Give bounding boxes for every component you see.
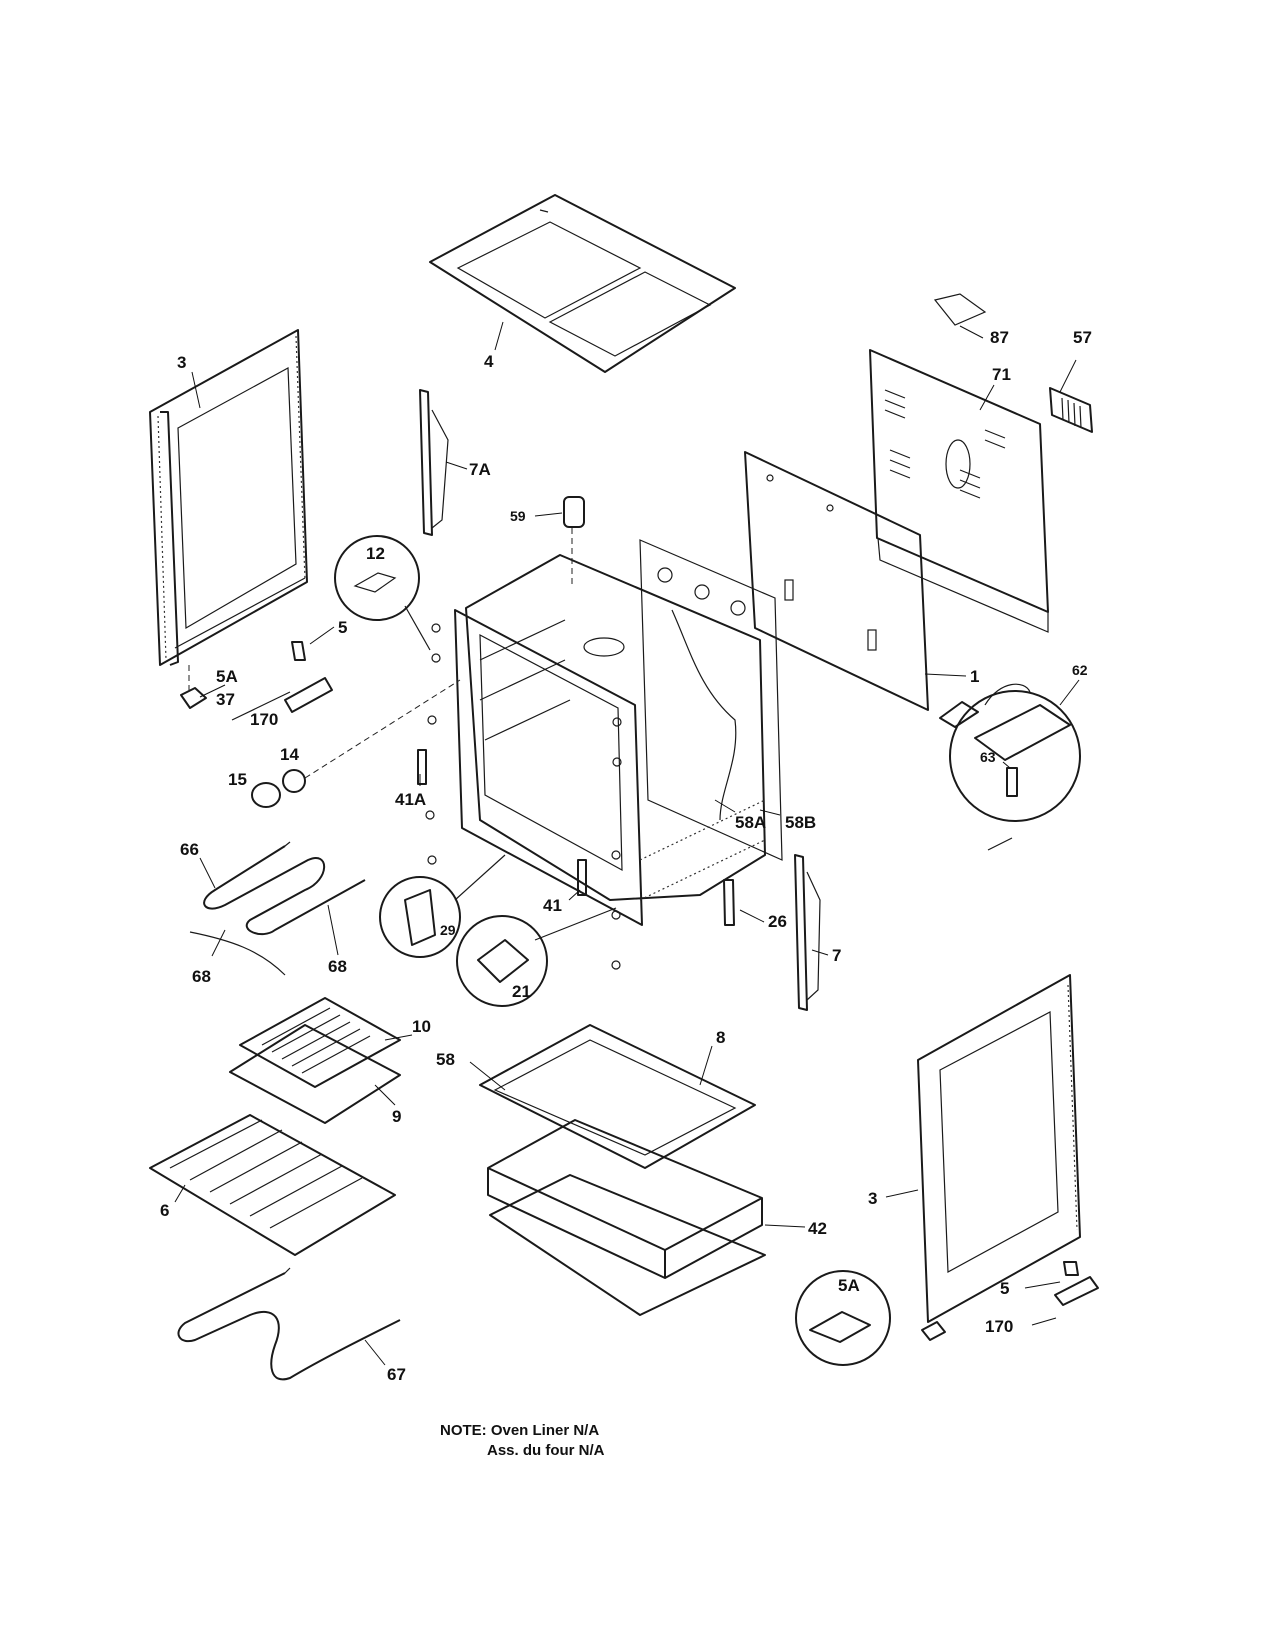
range-body xyxy=(454,539,783,926)
callout-57: 57 xyxy=(1073,328,1092,347)
broiler-pan-parts xyxy=(229,997,401,1124)
top-panel-part-4 xyxy=(429,194,736,373)
inset-part-12 xyxy=(334,535,431,651)
small-parts-left xyxy=(231,677,461,808)
inset-part-21 xyxy=(456,907,617,1007)
back-panel-part-1 xyxy=(744,451,929,711)
part-59 xyxy=(563,496,585,585)
callout-5-left: 5 xyxy=(338,618,347,637)
callout-170-left: 170 xyxy=(250,710,278,729)
callout-12: 12 xyxy=(366,544,385,563)
callout-41: 41 xyxy=(543,896,562,915)
callout-21: 21 xyxy=(512,982,531,1001)
hinge-parts-right xyxy=(795,1261,1099,1366)
callout-58: 58 xyxy=(436,1050,455,1069)
hinge-parts-left xyxy=(180,641,306,709)
part-41a xyxy=(417,749,427,785)
callout-29: 29 xyxy=(440,922,456,938)
callout-63: 63 xyxy=(980,749,996,765)
note-text: NOTE: Oven Liner N/A Ass. du four N/A xyxy=(440,1421,605,1461)
callout-67: 67 xyxy=(387,1365,406,1384)
part-26 xyxy=(723,879,735,926)
part-41 xyxy=(577,859,587,896)
callout-4: 4 xyxy=(484,352,494,371)
callout-68-right: 68 xyxy=(328,957,347,976)
drawer-parts xyxy=(479,1024,766,1316)
callout-66: 66 xyxy=(180,840,199,859)
inset-part-29 xyxy=(379,854,506,958)
callout-7a: 7A xyxy=(469,460,491,479)
callout-42: 42 xyxy=(808,1219,827,1238)
callout-6: 6 xyxy=(160,1201,169,1220)
callout-labels: 4 3 87 57 71 7A 59 12 5 5A 37 170 14 15 … xyxy=(160,328,1092,1384)
rear-panel-part-71 xyxy=(869,293,1049,633)
oven-door-part-3-left xyxy=(149,329,308,666)
callout-8: 8 xyxy=(716,1028,725,1047)
callout-87: 87 xyxy=(990,328,1009,347)
callout-5-right: 5 xyxy=(1000,1279,1009,1298)
rack-support-part-7a xyxy=(419,389,449,536)
callout-41a: 41A xyxy=(395,790,426,809)
leader-lines xyxy=(174,321,1080,1366)
bake-element-part-67 xyxy=(177,1267,401,1381)
callout-68-left: 68 xyxy=(192,967,211,986)
callout-58b: 58B xyxy=(785,813,816,832)
callout-5a-right: 5A xyxy=(838,1276,860,1295)
front-screws xyxy=(425,623,622,970)
rack-support-part-7 xyxy=(794,854,821,1011)
callout-15: 15 xyxy=(228,770,247,789)
callout-170-right: 170 xyxy=(985,1317,1013,1336)
callout-71: 71 xyxy=(992,365,1011,384)
callout-3-left: 3 xyxy=(177,353,186,372)
callout-59: 59 xyxy=(510,508,526,524)
callout-7: 7 xyxy=(832,946,841,965)
callout-14: 14 xyxy=(280,745,299,764)
broil-element-part-66 xyxy=(189,841,366,976)
callout-9: 9 xyxy=(392,1107,401,1126)
inset-part-62 xyxy=(939,683,1081,851)
oven-door-part-3-right xyxy=(917,974,1081,1323)
note-line-1: NOTE: Oven Liner N/A xyxy=(440,1422,600,1439)
callout-10: 10 xyxy=(412,1017,431,1036)
callout-37: 37 xyxy=(216,690,235,709)
callout-5a-left: 5A xyxy=(216,667,238,686)
callout-1: 1 xyxy=(970,667,979,686)
callout-58a: 58A xyxy=(735,813,766,832)
callout-26: 26 xyxy=(768,912,787,931)
note-line-2: Ass. du four N/A xyxy=(487,1442,605,1459)
callout-62: 62 xyxy=(1072,662,1088,678)
oven-rack-part-6 xyxy=(149,1114,396,1256)
vent-part-57 xyxy=(1049,387,1093,433)
callout-3-right: 3 xyxy=(868,1189,877,1208)
